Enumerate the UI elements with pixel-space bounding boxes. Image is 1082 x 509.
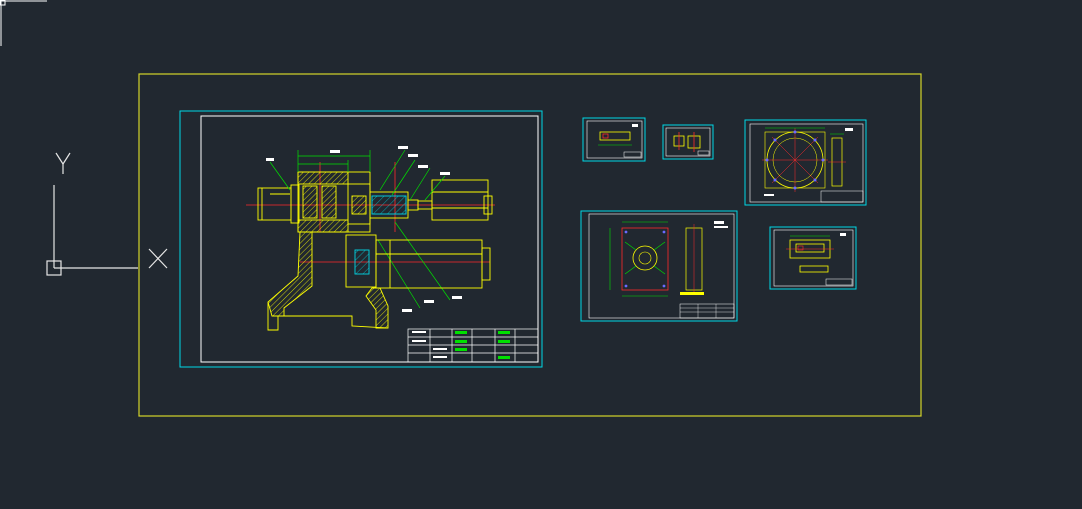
cursor-crosshair-icon	[0, 0, 47, 46]
title-block	[407, 328, 539, 363]
motor-left	[257, 184, 300, 224]
housing	[297, 171, 371, 233]
leader-labels	[266, 146, 462, 312]
title-block-text	[455, 331, 510, 359]
ucs-icon	[46, 152, 168, 276]
part-drawing-small-1[interactable]	[582, 117, 646, 162]
lower-motor	[345, 234, 491, 289]
sheet-frame[interactable]	[138, 73, 922, 417]
main-assembly-drawing[interactable]	[179, 110, 543, 368]
part-drawing-small-2[interactable]	[662, 124, 714, 160]
bracket-drawing[interactable]	[769, 226, 857, 290]
flange-plate-drawing[interactable]	[744, 119, 867, 206]
dimensions	[269, 149, 451, 309]
base-plate-drawing[interactable]	[580, 210, 738, 322]
base-stand	[267, 231, 389, 329]
cylinder-right	[369, 179, 493, 221]
center-lines	[246, 162, 495, 263]
